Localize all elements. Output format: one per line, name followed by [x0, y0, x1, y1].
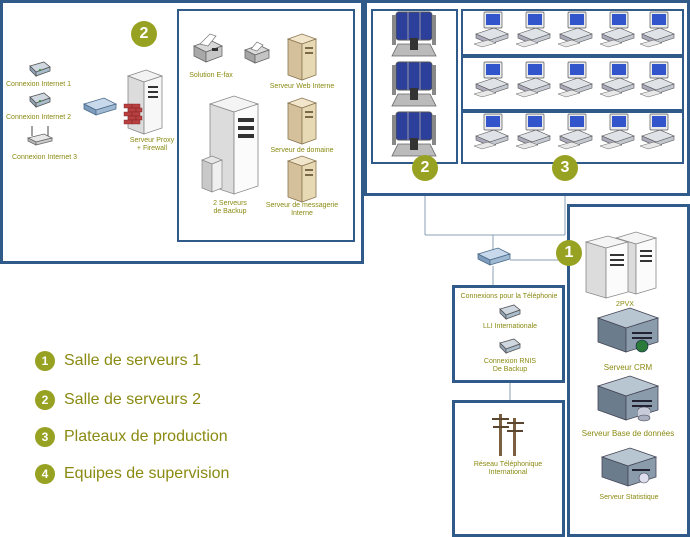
fax-icon [193, 33, 223, 63]
legend-text-2: Salle de serveurs 2 [64, 391, 201, 408]
efax-label: Solution E-fax [189, 72, 233, 79]
internet-3-label: Connexion Internet 3 [12, 154, 77, 161]
supervision-station-icon [391, 61, 437, 107]
workstation-icon [599, 113, 635, 150]
printer-icon [243, 41, 271, 64]
domain-server-label: Serveur de domaine [270, 147, 334, 154]
legend-badge-3: 3 [35, 427, 55, 447]
internet-2-label: Connexion Internet 2 [6, 114, 71, 121]
supervision-station-icon [391, 111, 437, 157]
proxy-firewall-icon [123, 69, 164, 135]
legend-badge-1: 1 [35, 351, 55, 371]
statistics-label: Serveur Statistique [599, 494, 659, 501]
workstation-icon [557, 113, 593, 150]
workstation-icon [599, 61, 635, 98]
pvx-servers-icon [584, 231, 658, 299]
modem-icon [29, 92, 51, 108]
badge-server-room-2: 2 [131, 21, 157, 47]
legend-text-1: Salle de serveurs 1 [64, 352, 201, 369]
backup-server-label: 2 Serveurs de Backup [213, 200, 247, 215]
server-icon [286, 155, 318, 203]
telephony-title: Connexions pour la Téléphonie [460, 293, 558, 300]
telephone-network-label: Réseau Téléphonique International [473, 461, 543, 476]
workstation-icon [639, 11, 675, 48]
crm-server-icon [596, 307, 660, 353]
workstation-icon [515, 11, 551, 48]
legend-text-4: Equipes de supervision [64, 465, 230, 482]
modem-icon [499, 338, 521, 354]
wireless-router-icon [26, 126, 54, 146]
modem-icon [29, 61, 51, 77]
badge-supervision: 2 [412, 155, 438, 181]
modem-icon [499, 304, 521, 320]
statistics-server-icon [600, 447, 658, 487]
internet-1-label: Connexion Internet 1 [6, 81, 71, 88]
workstation-icon [639, 61, 675, 98]
badge-production: 3 [552, 155, 578, 181]
legend-text-3: Plateaux de production [64, 428, 228, 445]
pvx-label: 2PVX [616, 301, 634, 308]
server-icon [286, 97, 318, 145]
workstation-icon [515, 113, 551, 150]
mail-server-label: Serveur de messagerie Interne [265, 202, 339, 217]
database-server-icon [596, 375, 660, 422]
workstation-icon [473, 113, 509, 150]
workstation-icon [639, 113, 675, 150]
legend-badge-2: 2 [35, 390, 55, 410]
workstation-icon [473, 61, 509, 98]
web-server-label: Serveur Web Interne [269, 83, 335, 90]
workstation-icon [599, 11, 635, 48]
workstation-icon [557, 61, 593, 98]
workstation-icon [473, 11, 509, 48]
legend-badge-4: 4 [35, 464, 55, 484]
backup-server-icon [201, 95, 260, 195]
router-icon [82, 97, 118, 116]
rnis-label: Connexion RNIS De Backup [483, 358, 537, 373]
workstation-icon [515, 61, 551, 98]
proxy-label: Serveur Proxy + Firewall [129, 137, 175, 152]
crm-label: Serveur CRM [603, 363, 653, 372]
telephony-box [452, 285, 565, 383]
telephone-pole-icon [492, 414, 524, 456]
workstation-icon [557, 11, 593, 48]
database-label: Serveur Base de données [581, 429, 675, 438]
badge-server-room-1: 1 [556, 240, 582, 266]
switch-icon [476, 247, 512, 266]
server-icon [286, 33, 318, 81]
supervision-station-icon [391, 11, 437, 57]
lli-label: LLI Internationale [482, 323, 538, 330]
